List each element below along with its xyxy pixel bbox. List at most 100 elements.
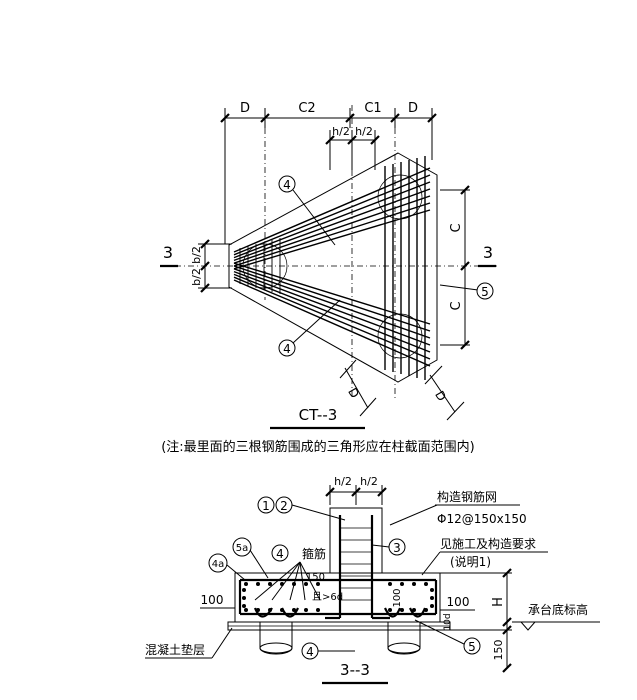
column-stirrups — [340, 527, 372, 601]
label-stirrup: 箍筋 — [302, 546, 326, 561]
rebar-dot — [412, 582, 416, 586]
svg-text:5: 5 — [468, 640, 476, 654]
label-note-ref: (说明1) — [450, 554, 491, 569]
mark-4-top — [278, 175, 296, 193]
dim-b-half-2: b/2 — [190, 268, 203, 286]
dim-d-right: D — [408, 101, 418, 116]
rebar-line — [233, 279, 431, 367]
svg-text:3: 3 — [483, 243, 493, 262]
label-see-note: 见施工及构造要求 — [440, 536, 536, 551]
dim-c2: C2 — [298, 101, 315, 116]
dim-150: 150 — [306, 572, 325, 583]
section-mark-left: 3 — [160, 243, 178, 268]
dim-d-diag-left: D — [345, 385, 362, 400]
plan-diagonal-dimensions: D D — [339, 359, 465, 421]
dim-100-right: 100 — [447, 595, 470, 609]
sec-mark-5a — [232, 537, 252, 557]
rebar-line — [233, 209, 431, 270]
rebar-dot — [430, 588, 434, 592]
rebar-line — [233, 181, 431, 259]
svg-text:5a: 5a — [236, 543, 249, 554]
rebar-dot — [242, 604, 246, 608]
sec-mark-5 — [463, 637, 481, 655]
dim-anchor: 且>6d — [312, 591, 343, 603]
svg-text:4a: 4a — [212, 559, 225, 570]
dim-c-lower: C — [449, 301, 464, 310]
rebar-dot — [268, 582, 272, 586]
rebar-dot — [388, 582, 392, 586]
dim-100-left: 100 — [201, 593, 224, 607]
svg-text:3: 3 — [163, 243, 173, 262]
dim-d-left: D — [240, 101, 250, 116]
rebar-line — [233, 262, 431, 325]
label-cap-bottom: 承台底标高 — [528, 602, 588, 617]
dim-h-half-2: h/2 — [355, 125, 373, 138]
rebar-dot — [256, 582, 260, 586]
rebar-dot — [430, 596, 434, 600]
pile-right-section — [387, 622, 421, 655]
sec-dim-h-half-1: h/2 — [334, 475, 352, 488]
section-view: h/2 h/2 — [145, 475, 600, 685]
svg-text:2: 2 — [280, 499, 288, 513]
rebar-grid — [233, 156, 431, 380]
plan-view: D C2 C1 D h/2 h/2 — [160, 101, 500, 430]
rebar-line — [233, 268, 431, 339]
dim-cover-right: 10d — [443, 613, 453, 630]
dim-c-upper: C — [449, 223, 464, 232]
plan-left-dimension: b/2 b/2 — [190, 239, 232, 293]
sec-dim-h-half-2: h/2 — [360, 475, 378, 488]
rebar-dot — [292, 608, 296, 612]
rebar-line — [233, 273, 431, 353]
rebar-dot — [244, 608, 248, 612]
plan-top-dimension: D C2 C1 D h/2 h/2 — [220, 101, 437, 244]
svg-text:3: 3 — [393, 541, 401, 555]
rebar-dot — [316, 608, 320, 612]
rebar-dot — [424, 582, 428, 586]
dim-h: H — [491, 597, 506, 607]
section-mark-right: 3 — [478, 243, 496, 268]
rebar-dot — [400, 608, 404, 612]
cap-outline — [228, 152, 438, 383]
sec-mark-4-top — [271, 544, 289, 562]
rebar-line — [233, 174, 431, 256]
rebar-line — [233, 270, 431, 346]
label-mesh: 构造钢筋网 — [437, 489, 497, 504]
rebar-dot — [244, 582, 248, 586]
label-cushion: 混凝土垫层 — [145, 642, 205, 657]
dim-c1: C1 — [364, 101, 381, 116]
sec-mark-1 — [257, 496, 275, 514]
section-title: 3--3 — [340, 661, 370, 679]
dim-b-half-1: b/2 — [190, 246, 203, 264]
rebar-dot — [400, 582, 404, 586]
rebar-dot — [242, 588, 246, 592]
rebar-line — [233, 188, 431, 262]
svg-text:4: 4 — [283, 178, 291, 192]
dim-h-half-1: h/2 — [332, 125, 350, 138]
rebar-dot — [304, 582, 308, 586]
plan-title: CT--3 — [299, 406, 338, 424]
plan-right-dimension: C C — [440, 185, 470, 350]
sec-mark-4a — [208, 553, 228, 573]
rebar-line — [233, 265, 431, 332]
rebar-dot — [430, 604, 434, 608]
svg-text:4: 4 — [306, 645, 314, 659]
label-mesh-spec: Φ12@150x150 — [437, 512, 527, 526]
mark-4-bottom — [278, 339, 296, 357]
dim-100-inner: 100 — [392, 588, 403, 607]
mark-5 — [476, 282, 494, 300]
rebar-line — [233, 202, 431, 267]
column — [329, 507, 383, 574]
svg-text:4: 4 — [276, 547, 284, 561]
rebar-line — [233, 276, 431, 360]
note: (注:最里面的三根钢筋围成的三角形应在柱截面范围内) — [161, 439, 475, 455]
svg-text:1: 1 — [262, 499, 270, 513]
rebar-dot — [388, 608, 392, 612]
rebar-dot — [304, 608, 308, 612]
rebar-dot — [242, 596, 246, 600]
dim-bottom-150: 150 — [492, 640, 505, 661]
pile-left-section — [259, 622, 293, 655]
svg-text:4: 4 — [283, 342, 291, 356]
svg-text:5: 5 — [481, 285, 489, 299]
rebar-dot — [412, 608, 416, 612]
